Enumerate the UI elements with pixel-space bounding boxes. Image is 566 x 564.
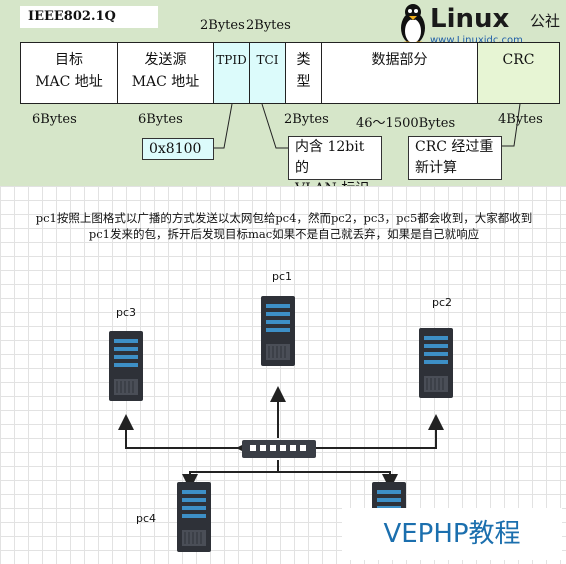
label-pc4: pc4 — [136, 512, 157, 525]
field-crc-label: CRC — [502, 52, 535, 68]
field-dest-mac-line2: MAC 地址 — [35, 74, 103, 90]
note-tci-line1: 内含 12bit 的 — [295, 139, 365, 176]
logo-url: www.Linuxidc.com — [430, 35, 523, 46]
server-pc3-icon — [108, 330, 144, 402]
note-crc: CRC 经过重 新计算 — [408, 136, 502, 180]
size-dest-mac: 6Bytes — [32, 112, 77, 127]
server-pc4-icon — [176, 481, 212, 553]
field-tci-label: TCI — [256, 53, 279, 67]
description-line2: pc1发来的包，拆开后发现目标mac如果不是自己就丢弃，如果是自己就响应 — [88, 227, 480, 241]
network-diagram — [108, 295, 454, 553]
description-line1: pc1按照上图格式以广播的方式发送以太网包给pc4，然而pc2，pc3，pc5都… — [35, 211, 533, 225]
size-crc: 4Bytes — [498, 112, 543, 127]
note-tci: 内含 12bit 的 VLAN 标识 — [288, 136, 382, 197]
field-dest-mac-line1: 目标 — [55, 52, 83, 68]
field-src-mac-line1: 发送源 — [144, 52, 187, 68]
label-pc3: pc3 — [116, 306, 137, 319]
note-tpid-value: 0x8100 — [142, 138, 214, 160]
label-pc1: pc1 — [272, 270, 293, 283]
field-dest-mac: 目标 MAC 地址 — [20, 42, 118, 104]
brand-watermark: VEPHP教程 — [342, 508, 562, 560]
size-type: 2Bytes — [284, 112, 329, 127]
field-data-label: 数据部分 — [371, 52, 428, 68]
note-crc-line2: 新计算 — [415, 160, 457, 176]
description: pc1按照上图格式以广播的方式发送以太网包给pc4，然而pc2，pc3，pc5都… — [14, 210, 554, 242]
logo-text: Linux — [430, 4, 510, 34]
field-type: 类 型 — [285, 42, 322, 104]
size-data: 46～1500Bytes — [356, 116, 456, 131]
field-tpid: TPID — [213, 42, 250, 104]
tpid-size-label: 2Bytes — [200, 18, 245, 33]
pointer-lines — [214, 103, 521, 149]
switch-icon — [242, 440, 316, 458]
field-type-line1: 类 — [296, 52, 311, 68]
field-crc: CRC — [477, 42, 560, 104]
label-pc2: pc2 — [432, 296, 453, 309]
field-type-line2: 型 — [296, 74, 311, 90]
frame-title: IEEE802.1Q — [20, 6, 158, 28]
field-data: 数据部分 — [321, 42, 478, 104]
field-src-mac: 发送源 MAC 地址 — [117, 42, 214, 104]
tci-size-label: 2Bytes — [246, 18, 291, 33]
server-pc1-icon — [260, 295, 296, 367]
logo-cn: 公社 — [530, 12, 561, 30]
field-tpid-label: TPID — [216, 53, 247, 67]
size-src-mac: 6Bytes — [138, 112, 183, 127]
field-src-mac-line2: MAC 地址 — [131, 74, 200, 90]
diagram-grid — [0, 186, 566, 564]
note-crc-line1: CRC 经过重 — [415, 139, 494, 155]
server-pc2-icon — [418, 327, 454, 399]
